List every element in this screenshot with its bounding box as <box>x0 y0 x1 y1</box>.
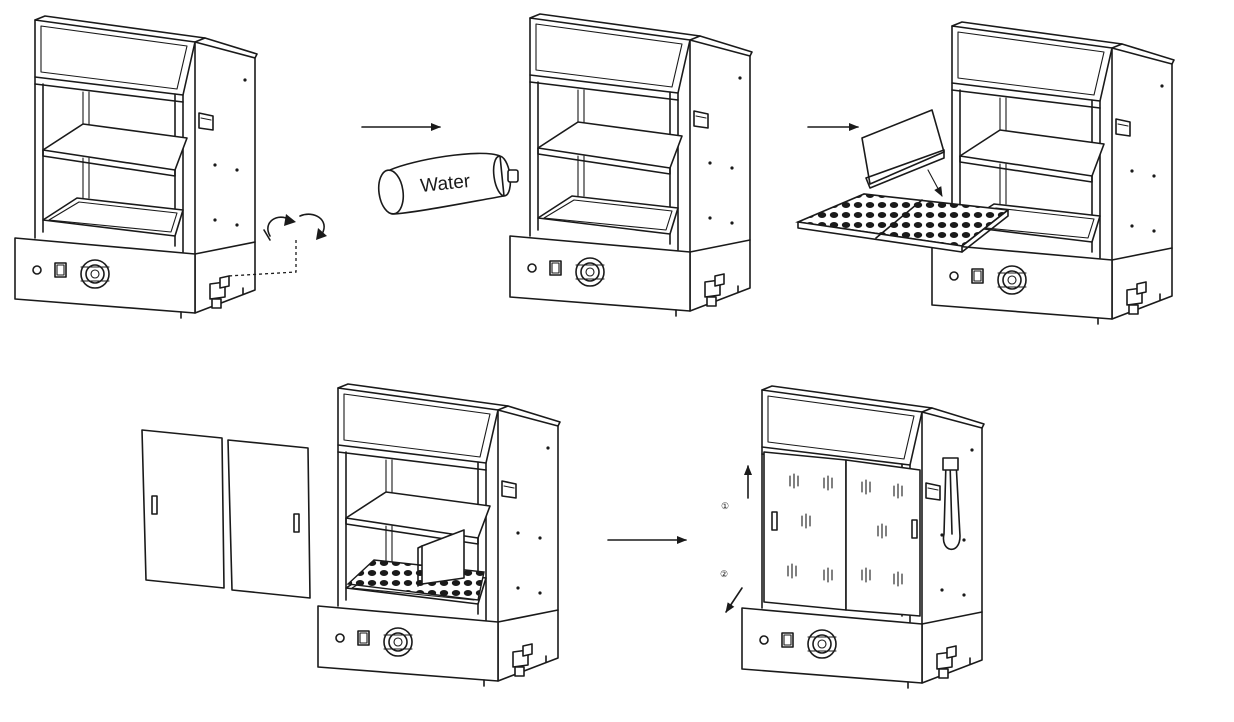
step-2-cabinet <box>509 13 753 317</box>
tongs-icon <box>942 457 961 551</box>
divider-plate <box>861 109 945 189</box>
step-5-cabinet <box>741 385 985 689</box>
insert-arrow <box>927 169 943 197</box>
step-3-cabinet <box>931 21 1175 325</box>
sliding-door-left <box>141 429 225 589</box>
step-4-cabinet <box>317 383 561 687</box>
rotate-arrows-icon <box>227 213 327 277</box>
step-marker-2: ② <box>720 569 728 579</box>
sliding-door-right <box>227 439 311 599</box>
perforated-trays <box>795 193 1011 253</box>
step-1-cabinet <box>14 15 258 319</box>
step-marker-1: ① <box>721 501 729 511</box>
push-down-arrow <box>725 587 743 613</box>
water-bottle-icon <box>377 152 519 215</box>
